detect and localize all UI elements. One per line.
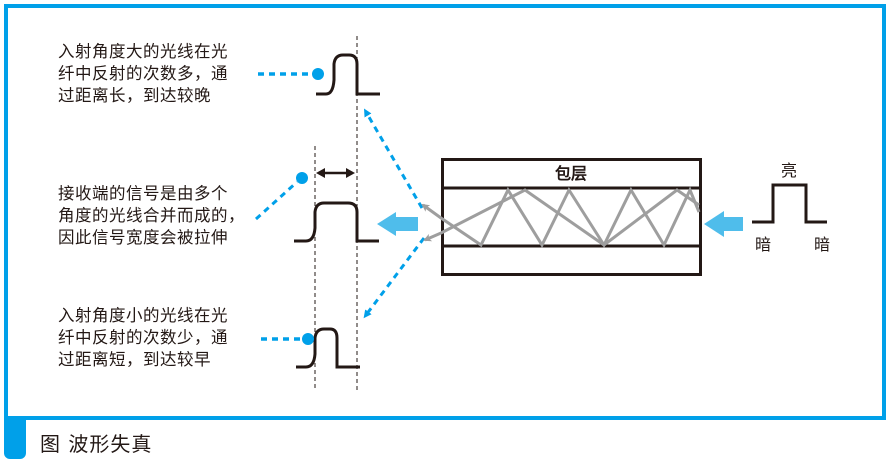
steep-ray <box>421 186 701 249</box>
note-line: 纤中反射的次数少，通 <box>58 328 228 347</box>
bright-label: 亮 <box>781 161 797 180</box>
dark-right-label: 暗 <box>814 235 830 254</box>
figure-frame <box>4 4 886 420</box>
output-arrow-icon <box>377 212 418 236</box>
note-line: 接收端的信号是由多个 <box>58 184 228 203</box>
early-pulse <box>296 327 360 369</box>
stretched-callout-line <box>254 180 299 221</box>
note-line: 过距离长，到达较晚 <box>58 86 211 105</box>
note-line: 入射角度小的光线在光 <box>58 306 228 325</box>
shallow-ray <box>423 188 700 247</box>
note-late-arrival: 入射角度大的光线在光 纤中反射的次数多，通 过距离长，到达较晚 <box>58 41 228 107</box>
early-ray-arrow <box>363 237 426 319</box>
note-line: 因此信号宽度会被拉伸 <box>58 228 228 247</box>
late-ray-arrow <box>363 108 424 209</box>
dark-left-label: 暗 <box>755 235 771 254</box>
note-line: 入射角度大的光线在光 <box>58 42 228 61</box>
input-arrow-icon <box>704 211 743 237</box>
late-callout-dot <box>312 68 324 80</box>
input-pulse <box>752 183 827 224</box>
note-line: 过距离短，到达较早 <box>58 350 211 369</box>
cladding-label: 包层 <box>555 164 587 183</box>
note-line: 纤中反射的次数多，通 <box>58 64 228 83</box>
fiber-outline <box>441 158 702 276</box>
early-callout-dot <box>302 333 314 345</box>
caption-tab <box>4 419 26 459</box>
double-arrow-icon <box>316 168 355 178</box>
note-stretched-signal: 接收端的信号是由多个 角度的光线合并而成的， 因此信号宽度会被拉伸 <box>58 183 245 249</box>
stretched-pulse <box>294 201 379 243</box>
late-pulse <box>316 53 380 96</box>
stretched-callout-dot <box>296 172 308 184</box>
note-line: 角度的光线合并而成的， <box>58 206 245 225</box>
figure-caption: 图 波形失真 <box>40 432 153 456</box>
note-early-arrival: 入射角度小的光线在光 纤中反射的次数少，通 过距离短，到达较早 <box>58 305 228 371</box>
optical-fiber: 包层 <box>421 158 702 276</box>
